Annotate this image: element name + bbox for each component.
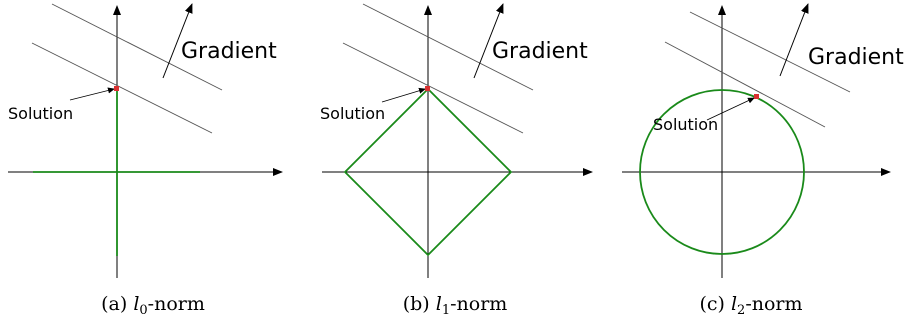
- caption-symbol: l: [435, 293, 442, 315]
- gradient-arrow: [473, 3, 504, 79]
- constraint-line-upper: [362, 3, 534, 91]
- solution-pointer-arrow: [706, 97, 755, 121]
- constraint-line-lower: [664, 41, 826, 128]
- solution-label: Solution: [320, 104, 385, 123]
- caption-suffix: -norm: [147, 293, 205, 315]
- constraint-line-upper: [51, 3, 223, 91]
- constraint-line-upper: [689, 11, 851, 93]
- solution-label: Solution: [653, 115, 718, 134]
- caption-prefix: (c): [699, 293, 731, 315]
- solution-point: [114, 86, 119, 91]
- gradient-label: Gradient: [492, 39, 588, 64]
- caption-suffix: -norm: [450, 293, 508, 315]
- gradient-arrow: [779, 3, 809, 77]
- constraint-line-lower: [342, 42, 524, 134]
- l1-norm-diamond: [343, 87, 513, 257]
- caption-suffix: -norm: [745, 293, 803, 315]
- l2-norm-circle: [639, 89, 805, 255]
- panel-a-l0-norm: Gradient Solution: [8, 3, 283, 278]
- caption-prefix: (a): [101, 293, 134, 315]
- solution-pointer-arrow: [69, 87, 115, 101]
- caption-symbol: l: [133, 293, 140, 315]
- solution-point: [425, 86, 430, 91]
- gradient-label: Gradient: [181, 39, 277, 64]
- solution-point: [754, 94, 759, 99]
- gradient-label: Gradient: [808, 45, 904, 70]
- gradient-arrow: [162, 3, 193, 79]
- caption-prefix: (b): [402, 293, 436, 315]
- constraint-line-lower: [31, 42, 213, 134]
- caption-subscript: 0: [139, 303, 148, 318]
- caption-a: (a) l0-norm: [101, 293, 205, 318]
- caption-c: (c) l2-norm: [699, 293, 803, 318]
- panel-b-l1-norm: Gradient Solution: [320, 3, 593, 278]
- caption-symbol: l: [730, 293, 738, 315]
- caption-subscript: 1: [441, 303, 451, 318]
- caption-subscript: 2: [737, 303, 746, 318]
- solution-label: Solution: [8, 104, 73, 123]
- caption-b: (b) l1-norm: [402, 293, 508, 318]
- panel-c-l2-norm: Gradient Solution: [622, 3, 904, 278]
- solution-pointer-arrow: [381, 87, 426, 103]
